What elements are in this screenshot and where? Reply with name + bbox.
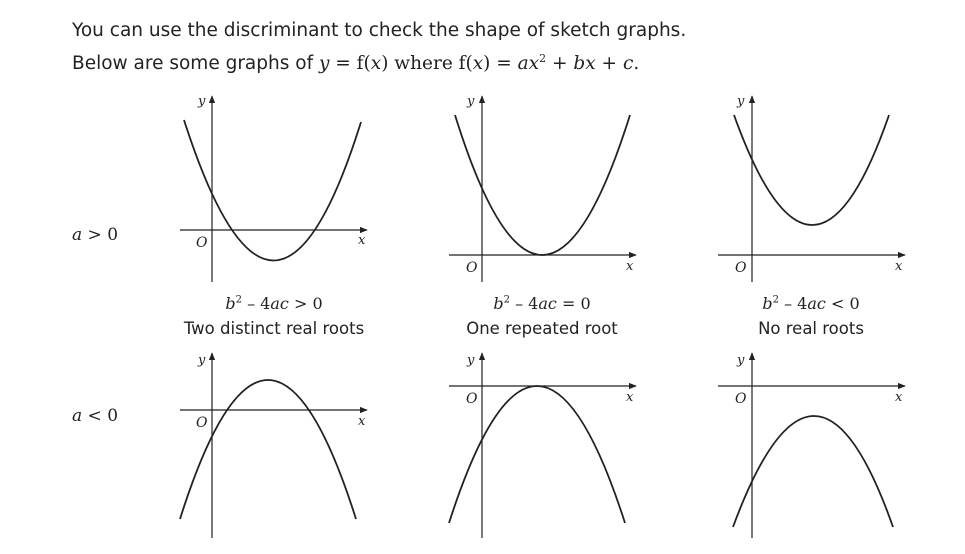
row-label-a-positive: a > 0 [72,225,119,245]
parabola-curve [179,379,357,520]
intro-bx: bx [573,53,596,75]
graph-a-neg-repeated-root: y x O [448,352,637,538]
y-axis-label: y [736,353,745,368]
intro-x2: x [472,53,484,75]
intro-c: c [622,53,634,75]
parabola-curve [454,114,631,256]
intro-plus1: + [546,53,574,75]
x-axis-label: x [626,259,634,274]
x-axis-label: x [626,390,634,405]
parabola-curve [448,385,626,524]
discriminant-col-3: b2 – 4ac < 0 [762,294,860,313]
graph-a-pos-repeated-root: y x O [449,94,637,282]
intro-line-1: You can use the discriminant to check th… [72,20,687,41]
x-axis-label: x [358,414,366,429]
intro-ax2: ax [517,53,540,75]
origin-label: O [735,391,747,407]
caption-col-1: Two distinct real roots [183,319,365,338]
intro-mid: ) where f( [381,53,473,75]
origin-label: O [466,391,478,407]
x-axis-label: x [895,259,903,274]
intro-eq1: = f( [329,53,371,75]
intro-dot: . [633,53,640,75]
x-axis-label: x [358,233,366,248]
intro-prefix: Below are some graphs of [72,53,319,75]
caption-col-2: One repeated root [466,319,618,338]
intro-x: x [370,53,382,75]
caption-col-3: No real roots [758,319,864,338]
y-axis-label: y [466,353,475,368]
graph-a-pos-two-roots: y x O [180,94,368,282]
x-axis-label: x [895,390,903,405]
intro-y: y [318,53,330,75]
graph-a-neg-no-roots: y x O [718,352,906,538]
intro-eq2: ) = [483,53,518,75]
y-axis-label: y [197,94,206,109]
parabola-curve [733,114,890,226]
graph-a-neg-two-roots: y x O [179,352,368,538]
origin-label: O [196,235,208,251]
graph-a-pos-no-roots: y x O [718,94,906,282]
origin-label: O [196,415,208,431]
intro-line-2: Below are some graphs of y = f(x) where … [72,52,639,74]
y-axis-label: y [197,353,206,368]
row-label-a-negative: a < 0 [72,406,119,426]
y-axis-label: y [736,94,745,109]
origin-label: O [735,260,747,276]
discriminant-col-1: b2 – 4ac > 0 [225,294,323,313]
origin-label: O [466,260,478,276]
discriminant-col-2: b2 – 4ac = 0 [493,294,591,313]
parabola-curve [732,415,894,528]
parabola-curve [183,119,362,262]
y-axis-label: y [466,94,475,109]
intro-plus2: + [595,53,623,75]
intro-sup: 2 [539,52,547,65]
